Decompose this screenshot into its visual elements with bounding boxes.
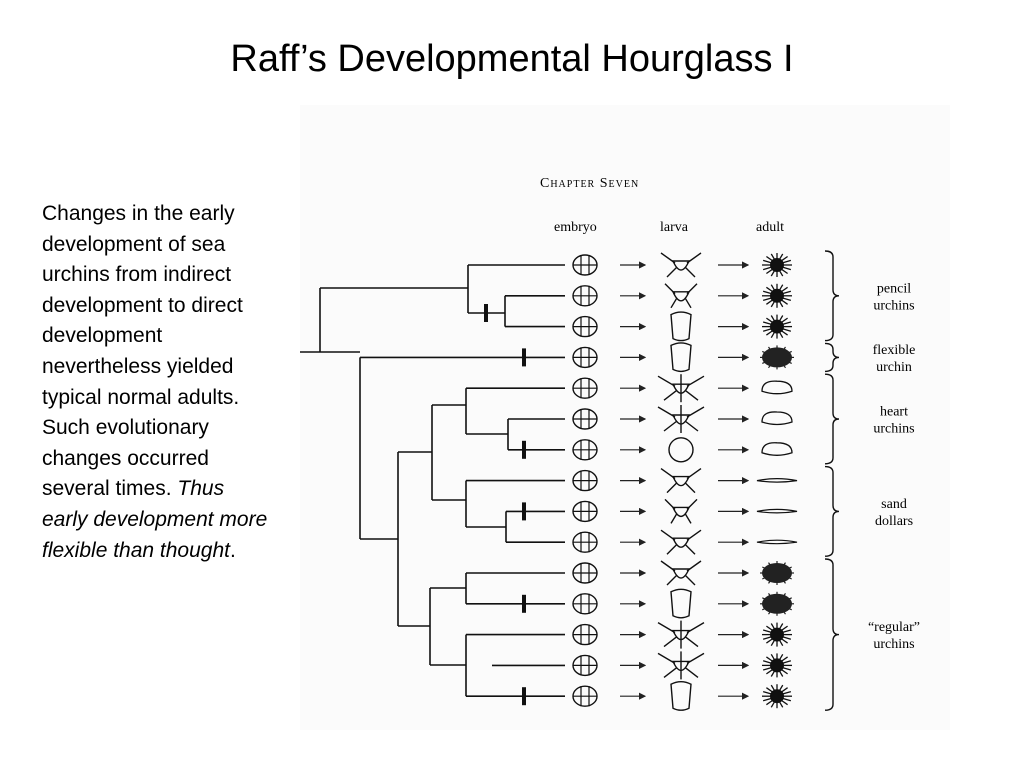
larva-icon (668, 437, 694, 463)
body-plain-text: Changes in the early development of sea … (42, 202, 243, 501)
larva-icon (670, 311, 692, 342)
embryo-icon (572, 469, 598, 492)
adult-icon (761, 411, 793, 426)
brace-icon (824, 342, 840, 373)
embryo-icon (572, 285, 598, 307)
group-brackets: pencil urchins flexible urchin heart urchins s… (824, 250, 920, 711)
adult-icon (762, 653, 792, 678)
body-italic-text: Thus early development more flexible tha… (42, 477, 268, 562)
larva-icon (664, 283, 698, 309)
taxon-row (572, 252, 792, 278)
taxon-row (572, 681, 792, 711)
adult-icon (762, 283, 792, 308)
group-label-line: pencil (877, 281, 911, 296)
embryo-icon (572, 562, 598, 584)
adult-icon (761, 442, 793, 456)
group-label-line: dollars (875, 514, 913, 529)
taxon-row (572, 468, 798, 494)
taxa-rows (572, 252, 798, 711)
adult-icon (756, 508, 798, 514)
slide-title: Raff’s Developmental Hourglass I (230, 38, 794, 80)
column-label-larva: larva (660, 220, 689, 235)
embryo-icon (572, 346, 598, 369)
adult-icon (760, 591, 794, 616)
adult-icon (756, 539, 798, 545)
taxon-row (572, 437, 793, 463)
taxon-row (572, 283, 792, 309)
embryo-icon (572, 315, 598, 338)
taxon-row (572, 529, 798, 555)
taxon-row (572, 405, 793, 433)
embryo-icon (572, 377, 598, 399)
brace-icon (824, 558, 840, 711)
taxon-row (572, 342, 794, 373)
adult-icon (761, 380, 793, 395)
embryo-icon (572, 531, 598, 553)
group-label-line: urchins (873, 422, 914, 437)
group-label-line: sand (881, 497, 907, 512)
taxon-row (572, 620, 792, 649)
embryo-icon (572, 685, 598, 707)
taxon-row (572, 651, 792, 680)
body-text: Changes in the early development of sea … (42, 199, 272, 566)
embryo-icon (572, 439, 598, 461)
larva-icon (660, 468, 702, 494)
adult-icon (762, 314, 792, 339)
phylogenetic-tree (300, 264, 565, 706)
brace-icon (824, 373, 840, 465)
embryo-icon (572, 623, 598, 646)
group-bracket: heart urchins (824, 373, 915, 465)
larva-icon (670, 681, 692, 711)
group-bracket: pencil urchins (824, 250, 915, 342)
taxon-row (572, 374, 793, 403)
taxon-row (572, 560, 794, 586)
adult-icon (760, 345, 794, 370)
group-label-line: urchins (873, 637, 914, 652)
taxon-row (572, 498, 798, 524)
phylogeny-figure-svg: Chapter Seven embryo larva adult pencil u… (300, 105, 950, 730)
larva-icon (664, 498, 698, 524)
column-label-embryo: embryo (554, 220, 597, 235)
group-label-line: urchins (873, 298, 914, 313)
embryo-icon (572, 654, 598, 677)
group-label-line: urchin (876, 360, 912, 375)
embryo-icon (572, 500, 598, 523)
larva-icon (657, 374, 705, 403)
chapter-heading: Chapter Seven (540, 176, 639, 191)
adult-icon (762, 622, 792, 647)
embryo-icon (572, 254, 598, 276)
brace-icon (824, 250, 840, 342)
body-italic-suffix: . (229, 538, 236, 562)
larva-icon (670, 588, 692, 619)
column-label-adult: adult (756, 220, 784, 235)
group-label-line: flexible (873, 343, 916, 358)
larva-icon (670, 342, 692, 373)
adult-icon (762, 253, 792, 277)
adult-icon (760, 561, 794, 585)
brace-icon (824, 465, 840, 557)
group-label-line: heart (880, 405, 908, 420)
embryo-icon (572, 593, 598, 615)
taxon-row (572, 588, 794, 619)
larva-icon (660, 560, 702, 586)
adult-icon (762, 684, 792, 709)
group-label-line: “regular” (868, 620, 920, 635)
group-bracket: “regular” urchins (824, 558, 920, 711)
taxon-row (572, 311, 792, 342)
larva-icon (657, 651, 705, 680)
adult-icon (756, 478, 798, 483)
larva-icon (660, 529, 702, 555)
phylogeny-figure: Chapter Seven embryo larva adult pencil u… (300, 105, 950, 730)
larva-icon (657, 620, 705, 649)
larva-icon (657, 405, 705, 433)
larva-icon (660, 252, 702, 278)
group-bracket: sand dollars (824, 465, 913, 557)
group-bracket: flexible urchin (824, 342, 916, 375)
embryo-icon (572, 408, 598, 430)
